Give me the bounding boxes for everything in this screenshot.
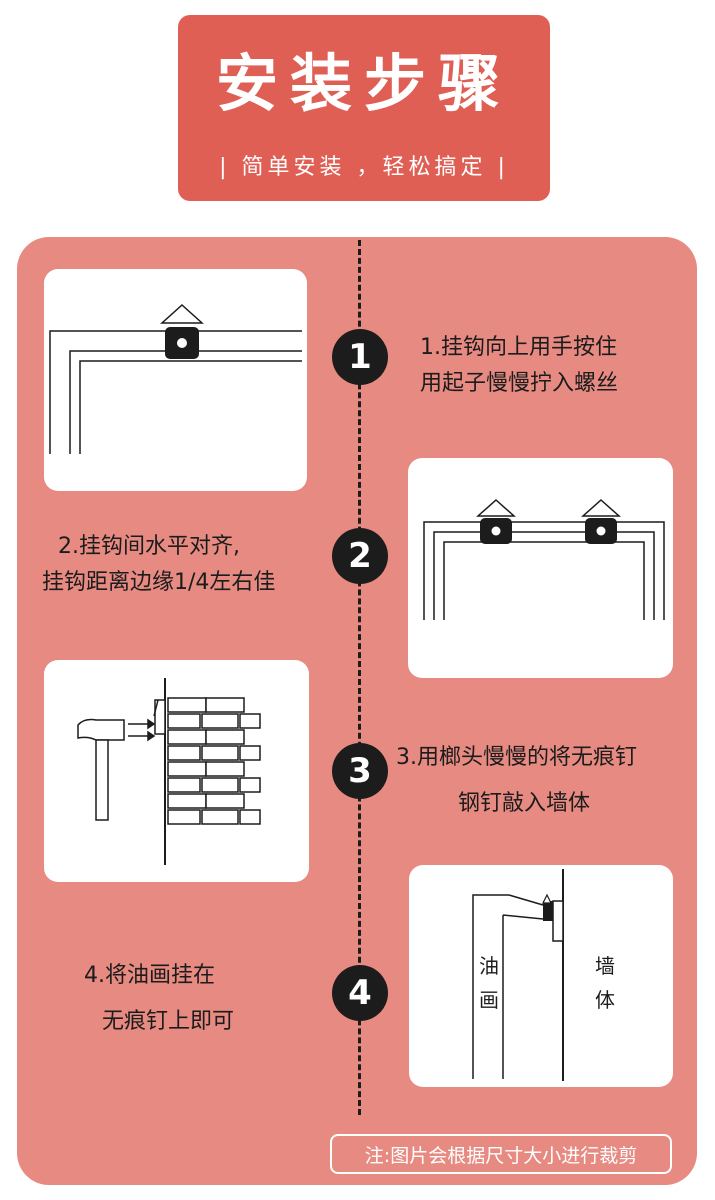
frame-two-hooks-diagram <box>423 498 665 620</box>
step1-illustration <box>44 269 307 491</box>
step4-text-line2: 无痕钉上即可 <box>102 1009 235 1034</box>
step3-text-line1: 3.用榔头慢慢的将无痕钉 <box>396 745 637 770</box>
brick-wall <box>167 697 261 825</box>
center-dashed-divider <box>358 240 361 1115</box>
step3-text-line2: 钢钉敲入墙体 <box>458 791 591 816</box>
step4-illustration: 油画 墙体 <box>409 865 673 1087</box>
crop-disclaimer-note: 注:图片会根据尺寸大小进行裁剪 <box>330 1134 672 1174</box>
hook-left-icon <box>476 498 516 544</box>
nail-hook-icon <box>542 893 564 942</box>
painting-label: 油画 <box>479 954 499 1012</box>
hook-icon <box>160 303 204 359</box>
hook-right-icon <box>581 498 621 544</box>
page-subtitle: | 简单安装 ，轻松搞定 | <box>219 155 509 180</box>
hammer-icon <box>77 718 125 821</box>
step1-text-line2: 用起子慢慢拧入螺丝 <box>420 371 619 396</box>
step2-illustration <box>408 458 673 678</box>
painting-on-wall-diagram <box>472 869 564 1081</box>
step4-number-badge: 4 <box>332 965 388 1021</box>
step3-number-badge: 3 <box>332 743 388 799</box>
page-title: 安装步骤 <box>215 47 512 120</box>
header-banner: 安装步骤 | 简单安装 ，轻松搞定 | <box>178 15 550 201</box>
nail-hook-icon <box>153 699 166 735</box>
step2-text-line1: 2.挂钩间水平对齐, <box>58 534 240 559</box>
step3-illustration <box>44 660 309 882</box>
arrow-icon <box>128 718 156 742</box>
hammer-nail-brick-wall-diagram <box>77 678 261 865</box>
wall-label: 墙体 <box>595 954 615 1012</box>
step1-text-line1: 1.挂钩向上用手按住 <box>420 335 617 360</box>
frame-corner-hook-diagram <box>49 303 302 454</box>
step4-text-line1: 4.将油画挂在 <box>84 963 215 988</box>
step2-text-line2: 挂钩距离边缘1/4左右佳 <box>42 570 276 595</box>
step2-number-badge: 2 <box>332 528 388 584</box>
step1-number-badge: 1 <box>332 329 388 385</box>
